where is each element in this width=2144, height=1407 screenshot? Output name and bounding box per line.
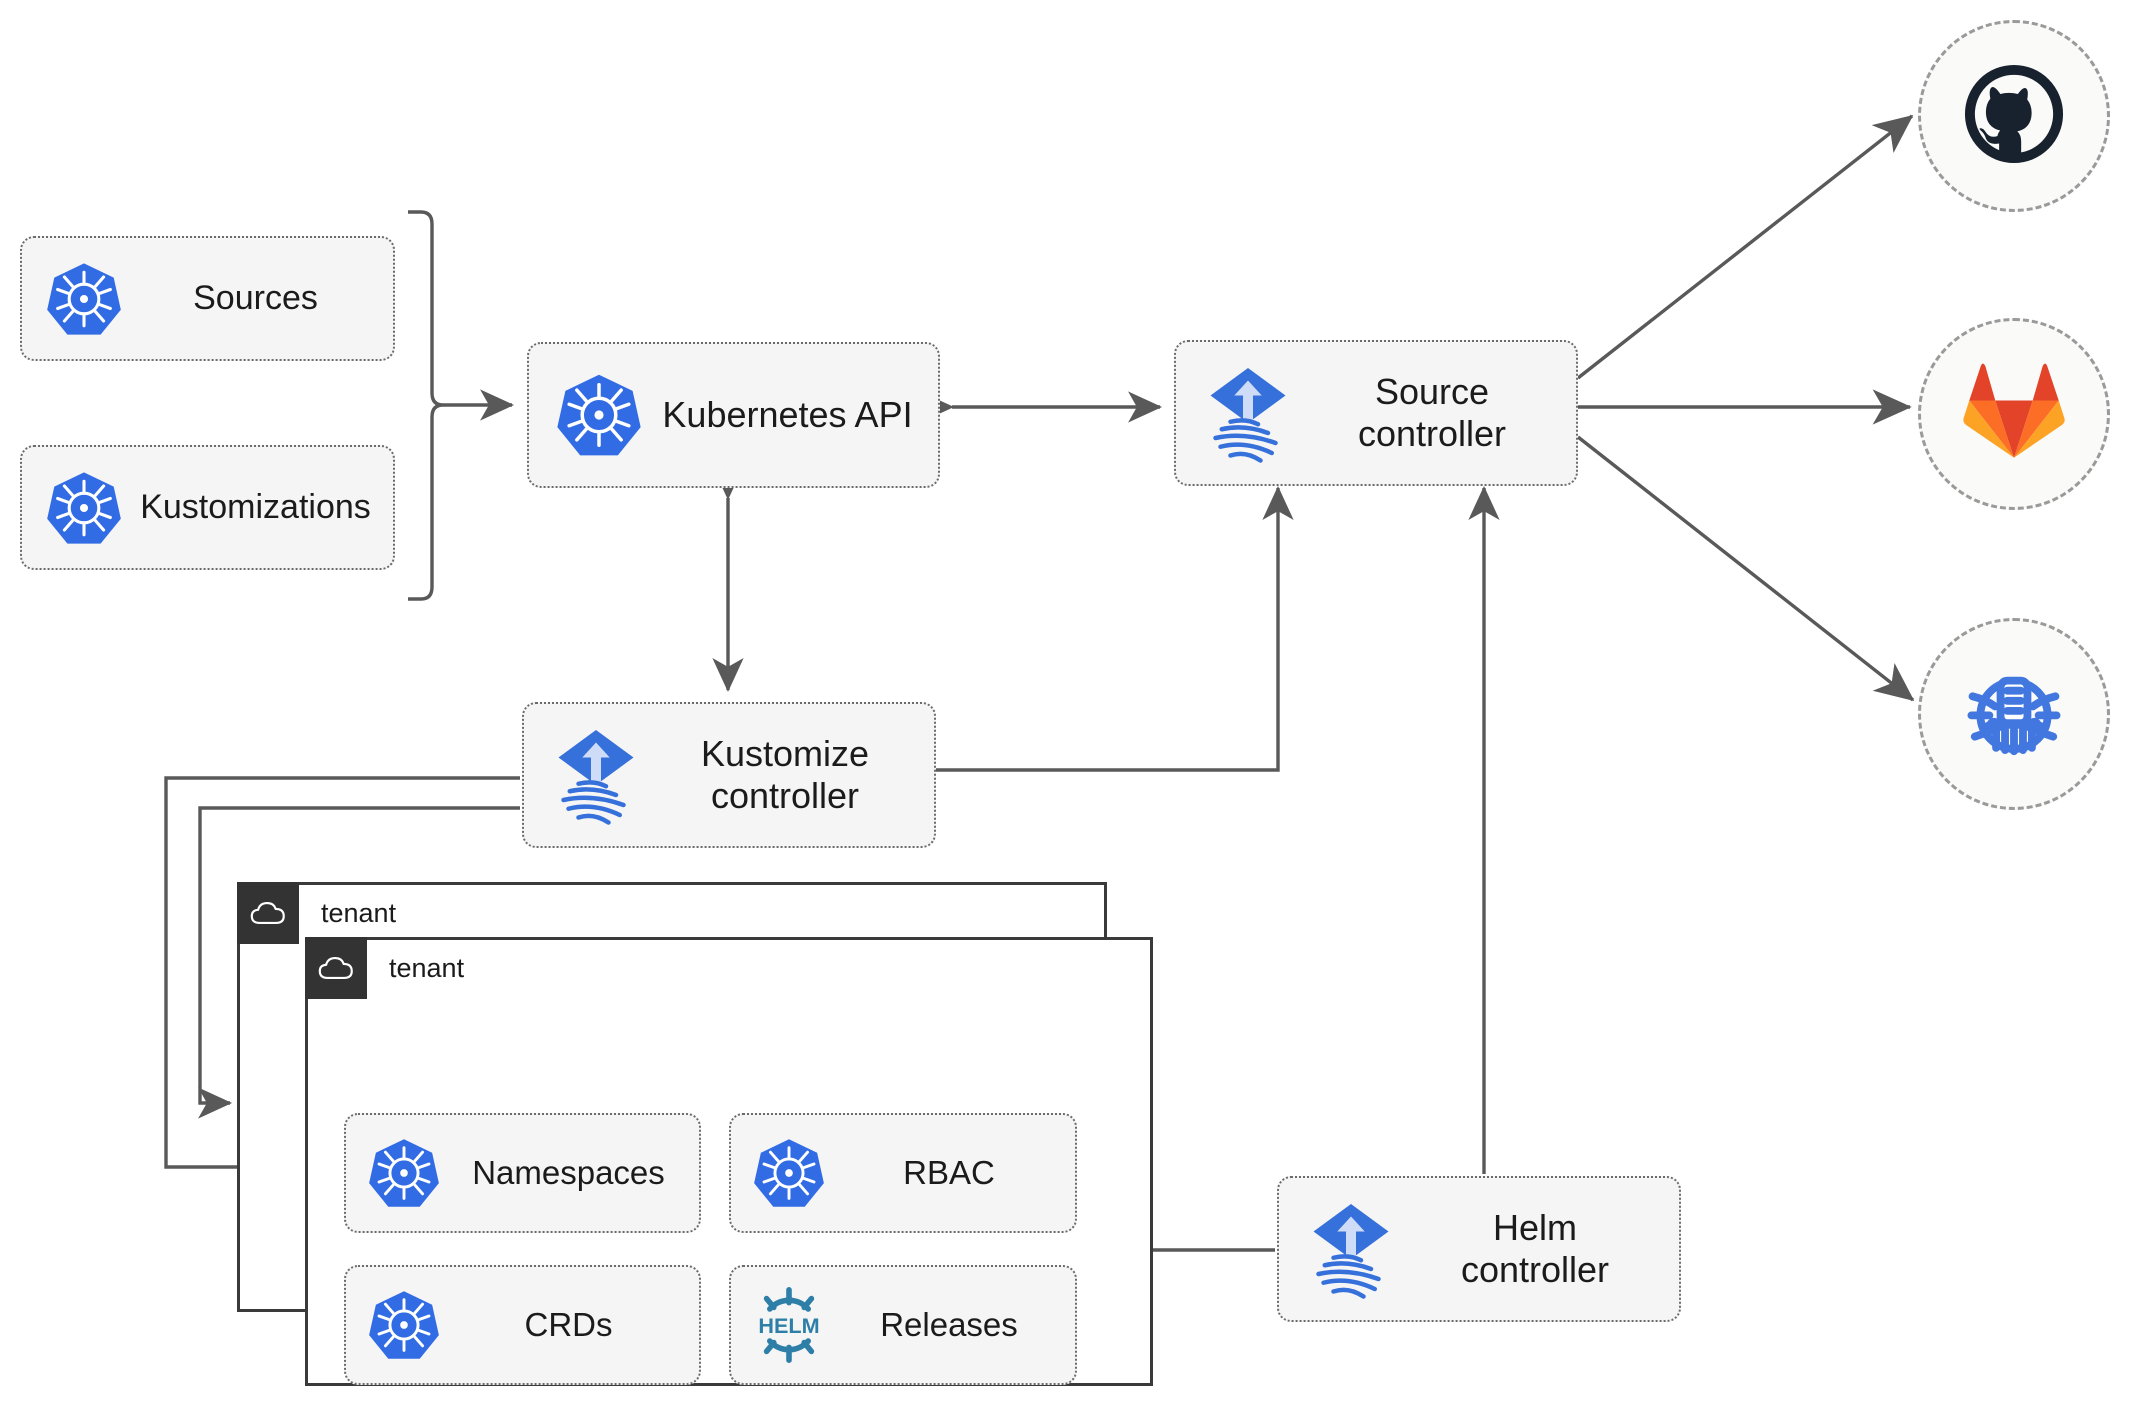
cloud-icon: [237, 882, 299, 944]
provider-github[interactable]: [1918, 20, 2110, 212]
node-kustomizations[interactable]: Kustomizations: [20, 445, 395, 570]
node-source-controller[interactable]: Source controller: [1174, 340, 1578, 486]
tenant-tab: tenant: [305, 937, 464, 999]
node-releases[interactable]: HELM Releases: [729, 1265, 1077, 1385]
node-kubernetes-api[interactable]: Kubernetes API: [527, 342, 940, 488]
node-crds-label: CRDs: [524, 1305, 613, 1343]
gitlab-icon: [1962, 362, 2066, 467]
kubernetes-icon: [36, 259, 132, 339]
provider-registry[interactable]: [1918, 618, 2110, 810]
edge-sourcecontroller-github: [1576, 114, 1914, 380]
tenant-label: tenant: [389, 952, 465, 983]
node-kustomize-controller[interactable]: Kustomize controller: [522, 702, 936, 848]
flux-icon: [540, 725, 652, 825]
kubernetes-icon: [36, 468, 132, 548]
kubernetes-icon: [358, 1135, 450, 1211]
edge-sourcecontroller-registry: [1576, 435, 1915, 702]
registry-icon: [1958, 656, 2070, 773]
node-releases-label: Releases: [880, 1305, 1018, 1343]
node-rbac[interactable]: RBAC: [729, 1113, 1077, 1233]
tenant-box-front[interactable]: tenant Namespaces: [305, 937, 1153, 1386]
node-kubernetes-api-label: Kubernetes API: [662, 393, 913, 435]
kubernetes-icon: [743, 1135, 835, 1211]
group-bracket: [408, 210, 444, 601]
node-helm-controller-label: Helm controller: [1460, 1206, 1610, 1290]
kubernetes-icon: [358, 1287, 450, 1363]
node-helm-controller[interactable]: Helm controller: [1277, 1176, 1681, 1322]
github-icon: [1960, 60, 2068, 173]
kubernetes-icon: [545, 370, 653, 460]
node-kustomize-controller-label: Kustomize controller: [700, 732, 870, 816]
tenant-tab: tenant: [237, 882, 396, 944]
node-namespaces[interactable]: Namespaces: [344, 1113, 701, 1233]
cloud-icon: [305, 937, 367, 999]
flux-icon: [1192, 363, 1304, 463]
helm-icon: HELM: [743, 1285, 835, 1365]
tenant-label: tenant: [321, 897, 397, 928]
node-source-controller-label: Source controller: [1357, 370, 1507, 454]
node-rbac-label: RBAC: [903, 1153, 995, 1191]
node-kustomizations-label: Kustomizations: [140, 488, 371, 527]
provider-gitlab[interactable]: [1918, 318, 2110, 510]
node-sources-label: Sources: [193, 279, 318, 318]
node-sources[interactable]: Sources: [20, 236, 395, 361]
svg-text:HELM: HELM: [758, 1313, 819, 1338]
node-namespaces-label: Namespaces: [472, 1153, 665, 1191]
edge-kustomizecontroller-sourcecontroller: [936, 485, 1294, 772]
flux-icon: [1295, 1199, 1407, 1299]
node-crds[interactable]: CRDs: [344, 1265, 701, 1385]
